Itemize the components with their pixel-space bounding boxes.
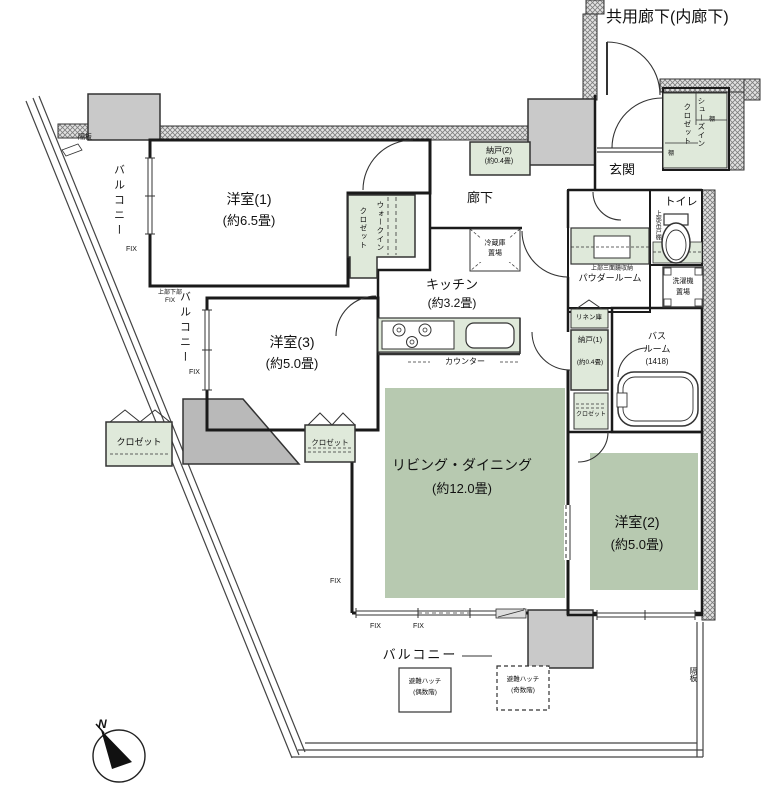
balcony-label-bottom: バルコニー [382, 647, 458, 662]
closet-bath-side [573, 392, 609, 430]
shoes-closet-label-1: シューズイン [696, 97, 706, 148]
partition-label-topleft: 隔板 [78, 134, 92, 141]
room-fills [385, 388, 698, 598]
storage2-size: (約0.4畳) [484, 158, 514, 165]
shoes-in-closet [662, 92, 728, 169]
hall-kitchen-door [521, 230, 569, 278]
washer-label-1: 洗濯機 [672, 278, 694, 285]
storage-areas [105, 92, 728, 467]
kitchen-size: (約3.2畳) [427, 296, 477, 310]
mirror-cabinet-label: 上部三面鏡収納 [590, 266, 634, 272]
western3-name: 洋室(3) [269, 334, 315, 350]
bath-label-3: (1418) [645, 357, 669, 366]
storage2-name: 納戸(2) [486, 146, 512, 155]
sink [465, 322, 515, 349]
compass [92, 723, 146, 783]
bathtub [616, 371, 699, 427]
fix-label-3: FIX [189, 369, 200, 376]
closet-western3 [304, 424, 356, 463]
upper-cabinet-label: 上部吊戸棚 [654, 210, 661, 240]
western2-door [577, 431, 609, 463]
north-arrow [101, 730, 132, 769]
western3-size: (約5.0畳) [265, 356, 319, 371]
washing-machine-space [662, 266, 704, 308]
hatch-odd-label-2: (奇数階) [511, 687, 535, 694]
fix-label-1: FIX [126, 246, 137, 253]
linen-label: リネン庫 [576, 314, 602, 321]
partition-label-bottomright: 隔板 [688, 667, 698, 682]
fix-label-6: FIX [413, 623, 424, 630]
entrance-label: 玄関 [608, 162, 636, 177]
hatch-even-label-1: 避難ハッチ [408, 678, 442, 685]
windows [145, 157, 696, 620]
kitchen-name: キッチン [425, 277, 479, 292]
balcony-label-left-1: バルコニー [112, 164, 125, 239]
fridge-label-1: 冷蔵庫 [484, 240, 506, 247]
balcony-label-left-2: バルコニー [178, 291, 191, 366]
compass-n-label: N [98, 717, 107, 731]
storage1-name: 納戸(1) [577, 335, 603, 344]
toilet-door [592, 191, 622, 221]
living-dining-floor [385, 388, 565, 598]
powder-room-label: パウダールーム [578, 273, 642, 283]
toilet-fixture [652, 213, 703, 264]
entrance-hall-door [611, 97, 663, 149]
bath-label-2: ルーム [643, 344, 671, 354]
western2-name: 洋室(2) [614, 514, 660, 530]
washer-label-2: 置場 [676, 289, 690, 296]
storage1-door [531, 331, 571, 371]
western1-size: (約6.5畳) [222, 213, 276, 228]
closet-western3-label: クロゼット [311, 438, 349, 447]
storage1-size: (約0.4畳) [576, 359, 604, 366]
western1-door [362, 139, 414, 191]
evacuation-hatches [398, 665, 550, 713]
closet-left [105, 421, 173, 467]
closet-left-label: クロゼット [116, 437, 162, 447]
door-arcs [335, 41, 663, 463]
living-size: (約12.0畳) [432, 481, 492, 496]
kitchen-counter [377, 317, 521, 363]
partition-marks [61, 143, 492, 657]
fridge-space [469, 228, 521, 272]
fix-label-2: FIX [165, 297, 176, 304]
hatch-odd-box [496, 665, 550, 711]
linen-storage [570, 308, 609, 329]
western2-floor [590, 453, 698, 590]
closet-bath-label: クロゼット [575, 412, 607, 418]
bath-door [617, 347, 648, 378]
toilet-label: トイレ [664, 196, 698, 208]
shoes-closet-label-2: クロゼット [682, 103, 692, 146]
wic-label-1: ウォークイン [375, 201, 385, 252]
fix-label-5: FIX [370, 623, 381, 630]
walk-in-closet [347, 194, 416, 279]
counter-label: カウンター [445, 357, 485, 366]
common-corridor-label: 共用廊下(内廊下) [606, 9, 729, 26]
shelf-label-1: 棚 [709, 117, 716, 123]
wic-label-2: クロゼット [358, 207, 368, 250]
powder-room-fixtures [570, 227, 704, 308]
stove [381, 320, 455, 350]
fridge-label-2: 置場 [488, 250, 502, 257]
hatched-walls [57, 0, 761, 621]
fix-label-4: FIX [330, 578, 341, 585]
western1-name: 洋室(1) [226, 191, 272, 207]
hallway-label: 廊下 [466, 190, 494, 205]
bath-label-1: バス [647, 331, 667, 341]
western2-size: (約5.0畳) [610, 537, 664, 552]
storage2-area [469, 141, 531, 176]
entrance-door [606, 41, 661, 96]
shelf-label-2: 棚 [668, 151, 675, 157]
hatch-even-label-2: (偶数階) [413, 689, 437, 696]
storage1-area [570, 329, 609, 391]
upper-lower-label: 上部下部 [158, 290, 183, 296]
living-name: リビング・ダイニング [392, 457, 532, 473]
hatch-odd-label-1: 避難ハッチ [506, 676, 540, 683]
western3-door [335, 295, 377, 337]
hatch-even-box [398, 667, 452, 713]
